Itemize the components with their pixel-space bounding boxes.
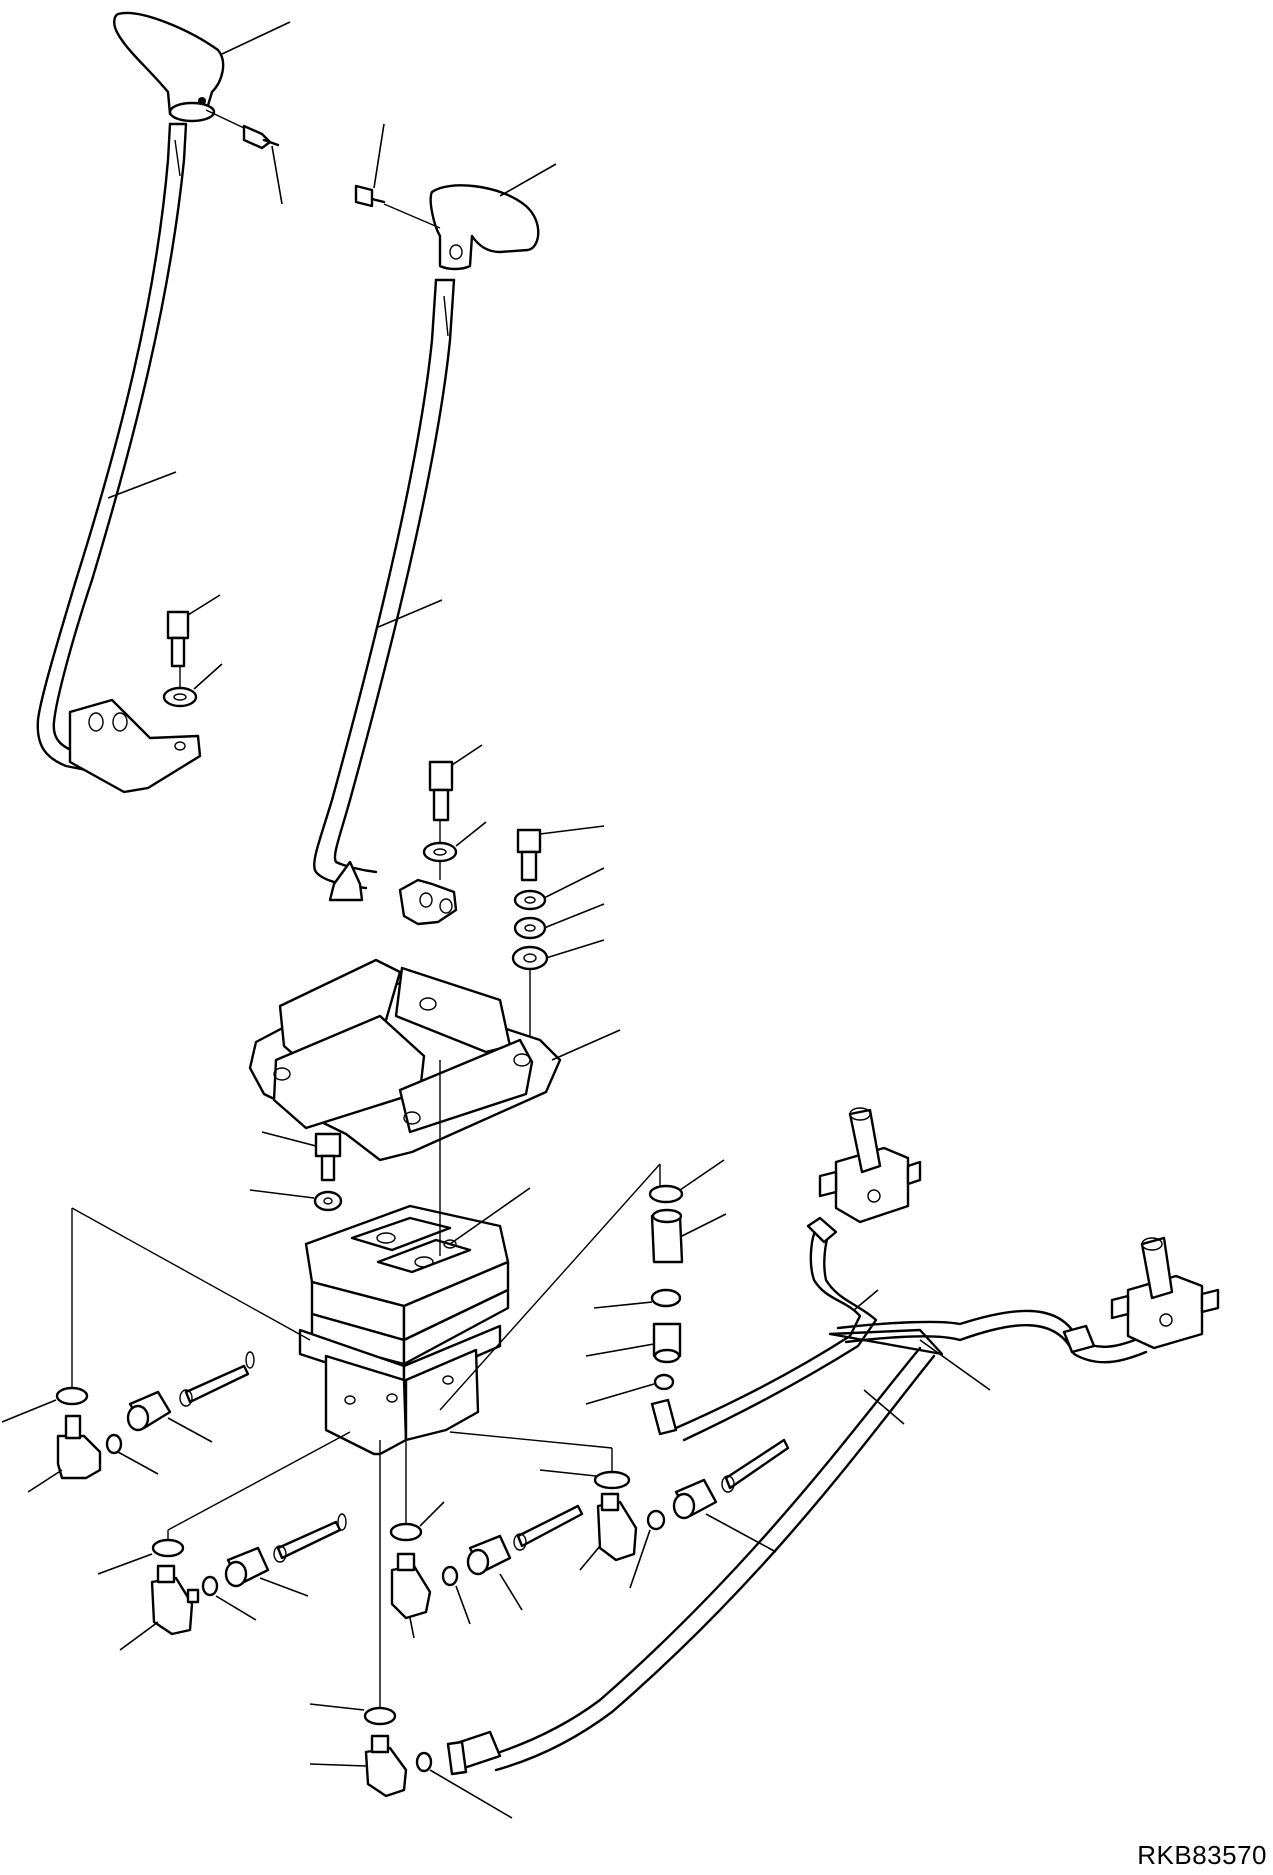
pilot-hose (674, 1216, 878, 1442)
o-ring (441, 1565, 459, 1587)
o-ring (363, 1706, 397, 1726)
pilot-valve (298, 1204, 510, 1456)
pilot-hose (486, 1346, 936, 1772)
pilot-hose (836, 1309, 1148, 1364)
hose-fitting (446, 1314, 1152, 1776)
knob-screw-right (354, 184, 386, 208)
boot-washer-1 (513, 889, 547, 911)
hose-clamp (828, 1328, 944, 1356)
bracket-right (328, 860, 458, 926)
knob-screw-left (242, 124, 280, 150)
bracket-washer-right (422, 841, 458, 863)
lever-rod-right (313, 278, 456, 890)
drawing-id: RKB83570 (1137, 1840, 1267, 1870)
bracket-washer-left (162, 686, 198, 708)
hose-fitting (273, 1513, 347, 1563)
adapter-fitting (650, 1208, 684, 1264)
elbow-fitting (364, 1734, 408, 1798)
rubber-boot (248, 958, 562, 1162)
boot-bolt (516, 828, 542, 882)
valve-bolt (314, 1132, 342, 1182)
o-ring (55, 1386, 89, 1406)
solenoid-valve-2 (1110, 1236, 1220, 1350)
elbow-fitting (150, 1564, 200, 1636)
lever-knob-right (429, 184, 540, 271)
o-ring (415, 1751, 433, 1773)
hose-fitting (179, 1351, 255, 1407)
hose-fitting (513, 1504, 584, 1551)
o-ring (653, 1373, 675, 1391)
o-ring (151, 1538, 185, 1558)
adapter-fitting (652, 1322, 682, 1364)
valve-washer (313, 1190, 343, 1212)
solenoid-valve-1 (818, 1107, 922, 1224)
o-ring (389, 1522, 423, 1542)
hose-fitting (650, 1398, 678, 1436)
hose-fitting (721, 1438, 790, 1493)
hose-sleeve (126, 1390, 172, 1432)
o-ring (105, 1433, 123, 1455)
elbow-fitting (56, 1414, 102, 1480)
o-ring (646, 1509, 666, 1531)
elbow-fitting (390, 1552, 432, 1620)
boot-washer-2 (513, 916, 547, 940)
bracket-left (68, 698, 202, 794)
o-ring (648, 1184, 684, 1204)
lever-rod-left (36, 122, 188, 772)
elbow-fitting (596, 1492, 638, 1562)
hose-sleeve (466, 1534, 512, 1576)
lever-knob-left (113, 11, 225, 123)
o-ring (593, 1470, 631, 1490)
bracket-bolt-right (428, 760, 454, 822)
hose-sleeve (672, 1478, 718, 1520)
o-ring (650, 1288, 682, 1308)
o-ring (201, 1575, 219, 1597)
bracket-bolt-left (166, 610, 190, 668)
hose-sleeve (224, 1546, 270, 1588)
boot-washer-3 (511, 945, 549, 971)
